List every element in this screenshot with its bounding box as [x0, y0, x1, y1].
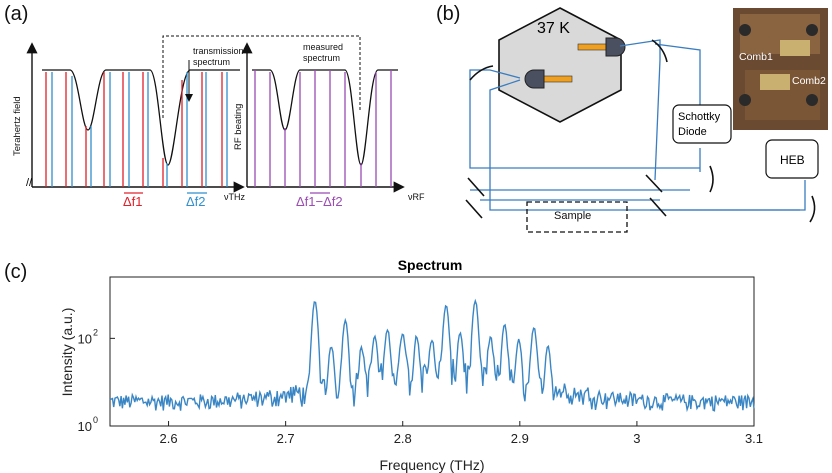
purple-lines	[254, 70, 392, 187]
heb-box	[765, 139, 819, 179]
red-comb-lines	[45, 72, 223, 187]
y-tick-exponent: 0	[93, 415, 98, 425]
mirror-curved-2	[651, 39, 668, 63]
mirror-flat-1	[467, 177, 485, 197]
mirror-flat-2	[465, 199, 483, 219]
mirror-curved-1	[469, 65, 494, 81]
y-tick-exponent: 2	[93, 327, 98, 337]
mirror-curved-4	[809, 195, 816, 223]
comb2-lens-icon	[605, 37, 626, 57]
x-tick-label: 3.1	[745, 431, 763, 446]
schottky-label-2: Diode	[678, 126, 707, 138]
schottky-box	[672, 104, 732, 144]
comb2-waveguide	[577, 43, 609, 51]
measured-label-2: spectrum	[303, 53, 340, 63]
y-tick-label: 10	[78, 419, 92, 434]
comb2-label: Comb2	[792, 75, 826, 87]
transmission-curve	[42, 69, 240, 166]
heb-label: HEB	[780, 153, 805, 167]
mirror-curved-3	[709, 165, 714, 193]
device-photo: Comb1 Comb2	[733, 8, 828, 130]
left-x-label: νTHz	[224, 192, 245, 202]
panel-label-b: (b)	[436, 3, 460, 25]
x-tick-label: 2.8	[394, 431, 412, 446]
sample-label: Sample	[554, 210, 591, 222]
comb1-label: Comb1	[739, 51, 773, 63]
transmission-label-1: transmission	[193, 46, 244, 56]
delta-f1-label: Δf1	[123, 194, 143, 209]
plot-area	[109, 276, 755, 427]
chart-title: Spectrum	[398, 257, 463, 273]
panel-a: // Terahertz field νTHz	[12, 35, 425, 209]
right-x-label: νRF	[408, 192, 425, 202]
screw-icon	[739, 24, 751, 36]
x-ticks: 2.6 2.7 2.8 2.9 3 3.1	[160, 421, 763, 446]
measured-curve	[252, 69, 398, 166]
chip-comb1	[780, 40, 810, 56]
left-y-label: Terahertz field	[12, 96, 23, 156]
x-tick-label: 2.7	[277, 431, 295, 446]
delta-f2-label: Δf2	[186, 194, 206, 209]
x-tick-label: 2.6	[160, 431, 178, 446]
x-tick-label: 3	[633, 431, 640, 446]
screw-icon	[806, 24, 818, 36]
panel-label-a: (a)	[4, 3, 28, 25]
y-axis-label: Intensity (a.u.)	[59, 308, 75, 397]
mirror-flat-4	[649, 197, 667, 217]
right-y-label: RF beating	[233, 104, 244, 150]
y-tick-label: 10	[78, 331, 92, 346]
blue-comb-lines	[51, 72, 228, 187]
delta-diff-label: Δf1−Δf2	[296, 194, 343, 209]
x-tick-label: 2.9	[511, 431, 529, 446]
panel-label-c: (c)	[4, 261, 27, 283]
screw-icon	[739, 94, 751, 106]
transmission-label-2: spectrum	[193, 57, 230, 67]
chip-comb2	[760, 74, 790, 90]
comb1-lens-icon	[524, 69, 545, 89]
axis-break-mark: //	[26, 177, 33, 189]
comb1-waveguide	[541, 75, 573, 83]
mirror-flat-3	[645, 174, 663, 193]
schottky-label-1: Schottky	[678, 111, 721, 123]
temperature-label: 37 K	[537, 20, 570, 37]
measured-label-1: measured	[303, 42, 343, 52]
x-axis-label: Frequency (THz)	[379, 457, 484, 473]
spectrum-line	[109, 298, 755, 413]
panel-b: 37 K Sample Schottky Di	[465, 7, 828, 233]
screw-icon	[806, 94, 818, 106]
sample-box	[526, 201, 628, 233]
dashed-connector	[162, 35, 361, 118]
